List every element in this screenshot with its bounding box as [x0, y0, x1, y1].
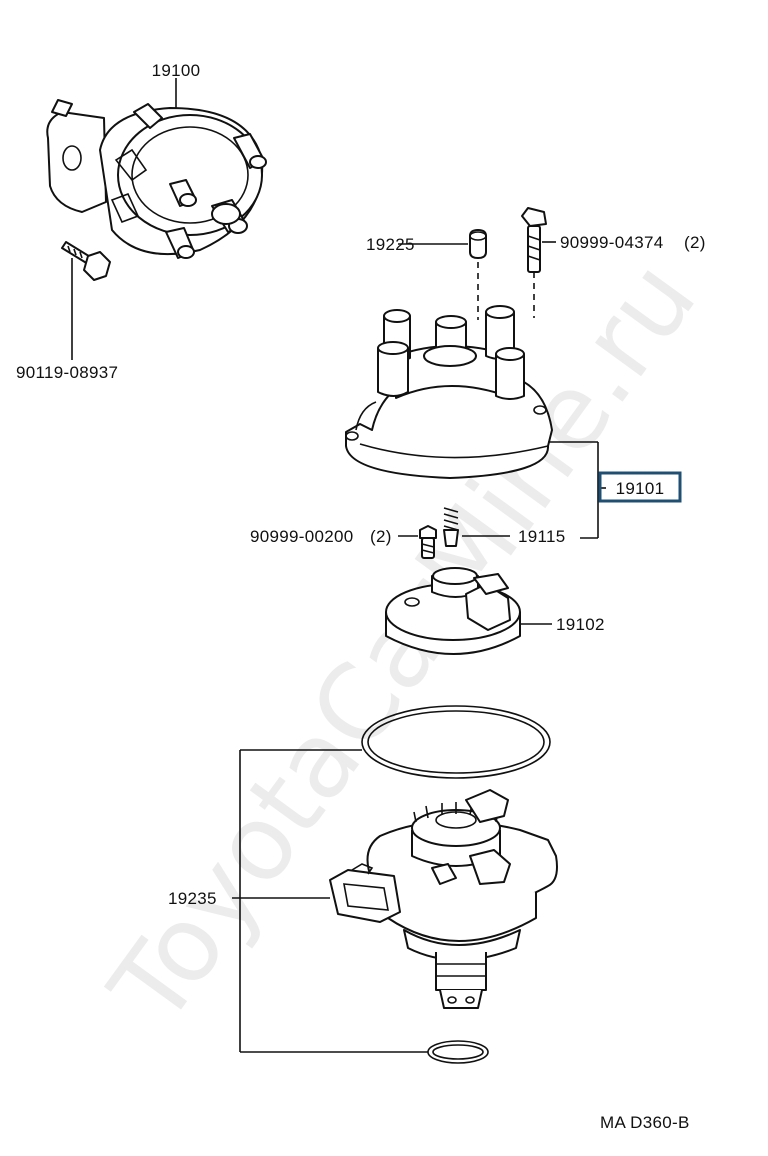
- label-rotor: 19102: [556, 615, 605, 634]
- distributor-assembly-drawing: [46, 78, 267, 259]
- bolt-drawing: [61, 241, 111, 360]
- highlight-box[interactable]: [598, 471, 682, 503]
- housing-bracket: [232, 749, 428, 1053]
- label-cap-screw: 90999-04374: [560, 233, 664, 252]
- diagram-code: MA D360-B: [600, 1113, 690, 1132]
- cap-bushing-drawing: [398, 229, 487, 320]
- small-o-ring-drawing: [427, 1040, 489, 1064]
- cap-screw-drawing: [521, 207, 556, 318]
- label-cap-screw-qty: (2): [684, 233, 706, 252]
- cap-bracket: [548, 441, 606, 539]
- large-o-ring-drawing: [361, 705, 551, 779]
- center-electrode-drawing: [443, 507, 510, 547]
- rotor-screw-drawing: [398, 525, 437, 559]
- rotor-drawing: [385, 567, 552, 655]
- label-distributor-assy: 19100: [152, 61, 201, 80]
- label-cap-bushing: 19225: [366, 235, 415, 254]
- label-bolt: 90119-08937: [16, 363, 118, 382]
- distributor-cap-drawing: [345, 305, 553, 479]
- label-distributor-cap[interactable]: 19101: [616, 479, 665, 498]
- housing-assembly-drawing: [329, 789, 558, 1009]
- label-housing-assy: 19235: [168, 889, 217, 908]
- label-center-electrode: 19115: [518, 527, 566, 546]
- label-rotor-screw: 90999-00200: [250, 527, 354, 546]
- label-rotor-screw-qty: (2): [370, 527, 392, 546]
